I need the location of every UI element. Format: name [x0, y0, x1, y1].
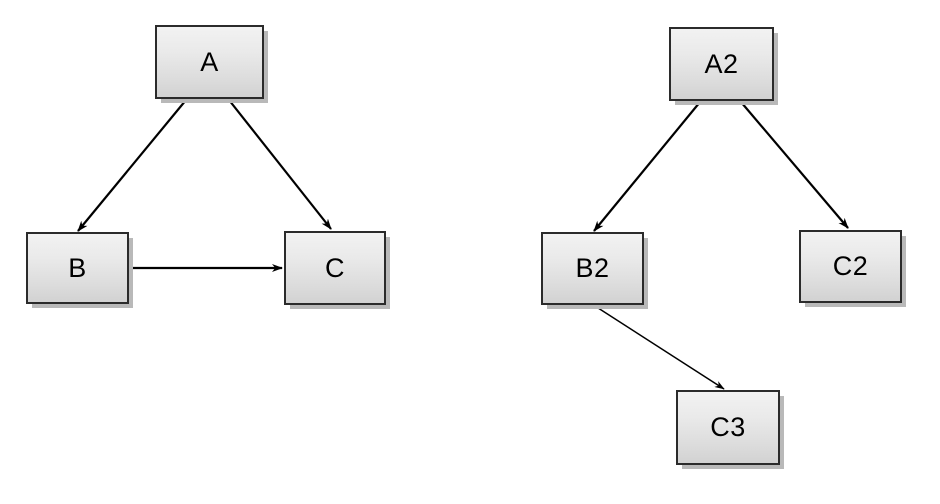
edge-a-to-b	[77, 99, 187, 232]
edge-a2-to-c2	[740, 101, 849, 229]
node-c[interactable]: C	[284, 231, 386, 305]
node-a2[interactable]: A2	[669, 27, 774, 101]
node-label: B2	[575, 253, 610, 283]
node-b2[interactable]: B2	[541, 232, 644, 305]
node-label: A	[200, 46, 219, 77]
node-c2[interactable]: C2	[799, 230, 902, 303]
node-label: C	[325, 252, 345, 283]
edge-b2-to-c3	[594, 305, 725, 390]
node-label: A2	[704, 48, 739, 79]
edge-a2-to-b2	[593, 101, 701, 232]
node-label: C2	[832, 251, 869, 281]
node-b[interactable]: B	[26, 232, 129, 304]
node-c3[interactable]: C3	[676, 390, 780, 465]
node-label: B	[68, 252, 87, 283]
node-a[interactable]: A	[155, 25, 264, 99]
node-label: C3	[710, 412, 746, 442]
edge-a-to-c	[228, 99, 332, 230]
